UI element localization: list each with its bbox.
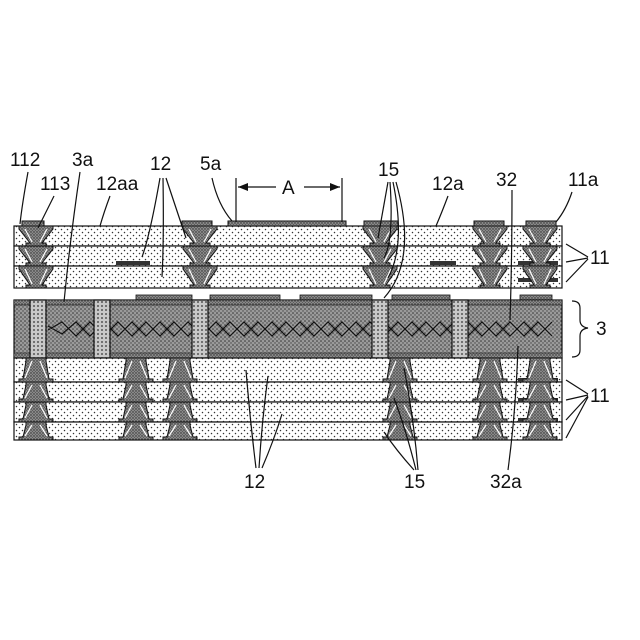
- through-hole-via: [372, 300, 388, 358]
- leader-11a: [556, 192, 572, 222]
- inner-trace: [430, 261, 456, 265]
- label-A: A: [282, 178, 295, 199]
- top-pad: [474, 221, 504, 226]
- leader-5a: [212, 178, 232, 221]
- label-32a: 32a: [490, 472, 522, 493]
- core-brace: [572, 301, 588, 357]
- leader-11-top: [566, 258, 588, 262]
- label-112: 112: [10, 150, 40, 171]
- label-11-bottom: 11: [590, 386, 610, 407]
- label-11a: 11a: [568, 170, 599, 191]
- inner-trace: [116, 261, 150, 265]
- inner-trace: [210, 295, 280, 300]
- arrowhead: [330, 183, 340, 191]
- inner-trace: [392, 295, 450, 300]
- through-hole-via: [452, 300, 468, 358]
- inner-trace: [300, 295, 372, 300]
- top-pad: [182, 221, 212, 226]
- label-5a: 5a: [200, 154, 222, 175]
- label-15-top: 15: [378, 160, 399, 181]
- top-conductor-patterns: [22, 221, 556, 226]
- leader-113: [38, 196, 54, 228]
- label-12aa: 12aa: [96, 174, 139, 195]
- mounting-pad-5a: [228, 221, 346, 226]
- leader-12a: [436, 196, 448, 226]
- label-12-bottom: 12: [244, 472, 265, 493]
- label-3a: 3a: [72, 150, 94, 171]
- label-113: 113: [40, 174, 70, 195]
- label-12-top: 12: [150, 154, 171, 175]
- inner-trace: [136, 295, 192, 300]
- leader-11-bottom: [566, 380, 588, 394]
- label-11-top: 11: [590, 248, 610, 269]
- arrowhead: [238, 183, 248, 191]
- label-15-bottom: 15: [404, 472, 425, 493]
- label-32: 32: [496, 170, 517, 191]
- through-hole-via: [94, 300, 110, 358]
- leader-112: [20, 172, 28, 224]
- label-3: 3: [596, 319, 607, 340]
- leader-12aa: [100, 196, 110, 226]
- leader-11-top: [566, 244, 588, 257]
- top-pad: [526, 221, 556, 226]
- leader-11-bottom: [566, 397, 588, 438]
- through-hole-via: [30, 300, 46, 358]
- label-12a: 12a: [432, 174, 464, 195]
- leader-11-top: [566, 259, 588, 282]
- inner-trace: [520, 295, 552, 300]
- through-hole-via: [192, 300, 208, 358]
